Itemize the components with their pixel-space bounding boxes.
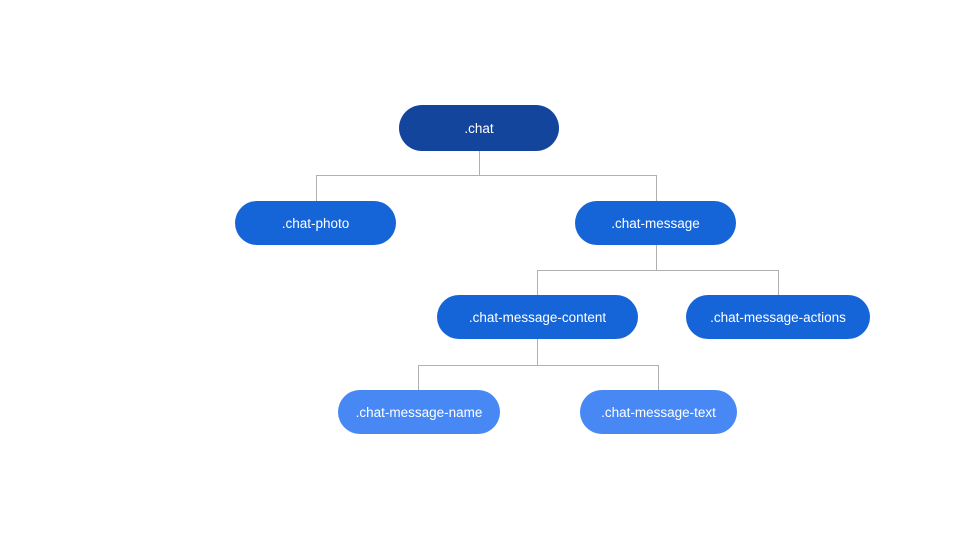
node-chat-photo: .chat-photo	[235, 201, 396, 245]
connector-line	[537, 339, 538, 365]
connector-line	[656, 175, 657, 201]
connector-line	[537, 270, 778, 271]
node-chat-message: .chat-message	[575, 201, 736, 245]
connector-line	[537, 270, 538, 295]
connector-line	[418, 365, 419, 390]
node-chat-message-name: .chat-message-name	[338, 390, 500, 434]
connector-line	[658, 365, 659, 390]
connector-line	[656, 245, 657, 270]
connector-line	[316, 175, 317, 201]
node-chat-message-text: .chat-message-text	[580, 390, 737, 434]
node-chat-message-content: .chat-message-content	[437, 295, 638, 339]
connector-line	[778, 270, 779, 295]
node-chat-message-actions: .chat-message-actions	[686, 295, 870, 339]
node-chat: .chat	[399, 105, 559, 151]
connector-line	[316, 175, 656, 176]
connector-line	[479, 151, 480, 175]
connector-line	[418, 365, 658, 366]
